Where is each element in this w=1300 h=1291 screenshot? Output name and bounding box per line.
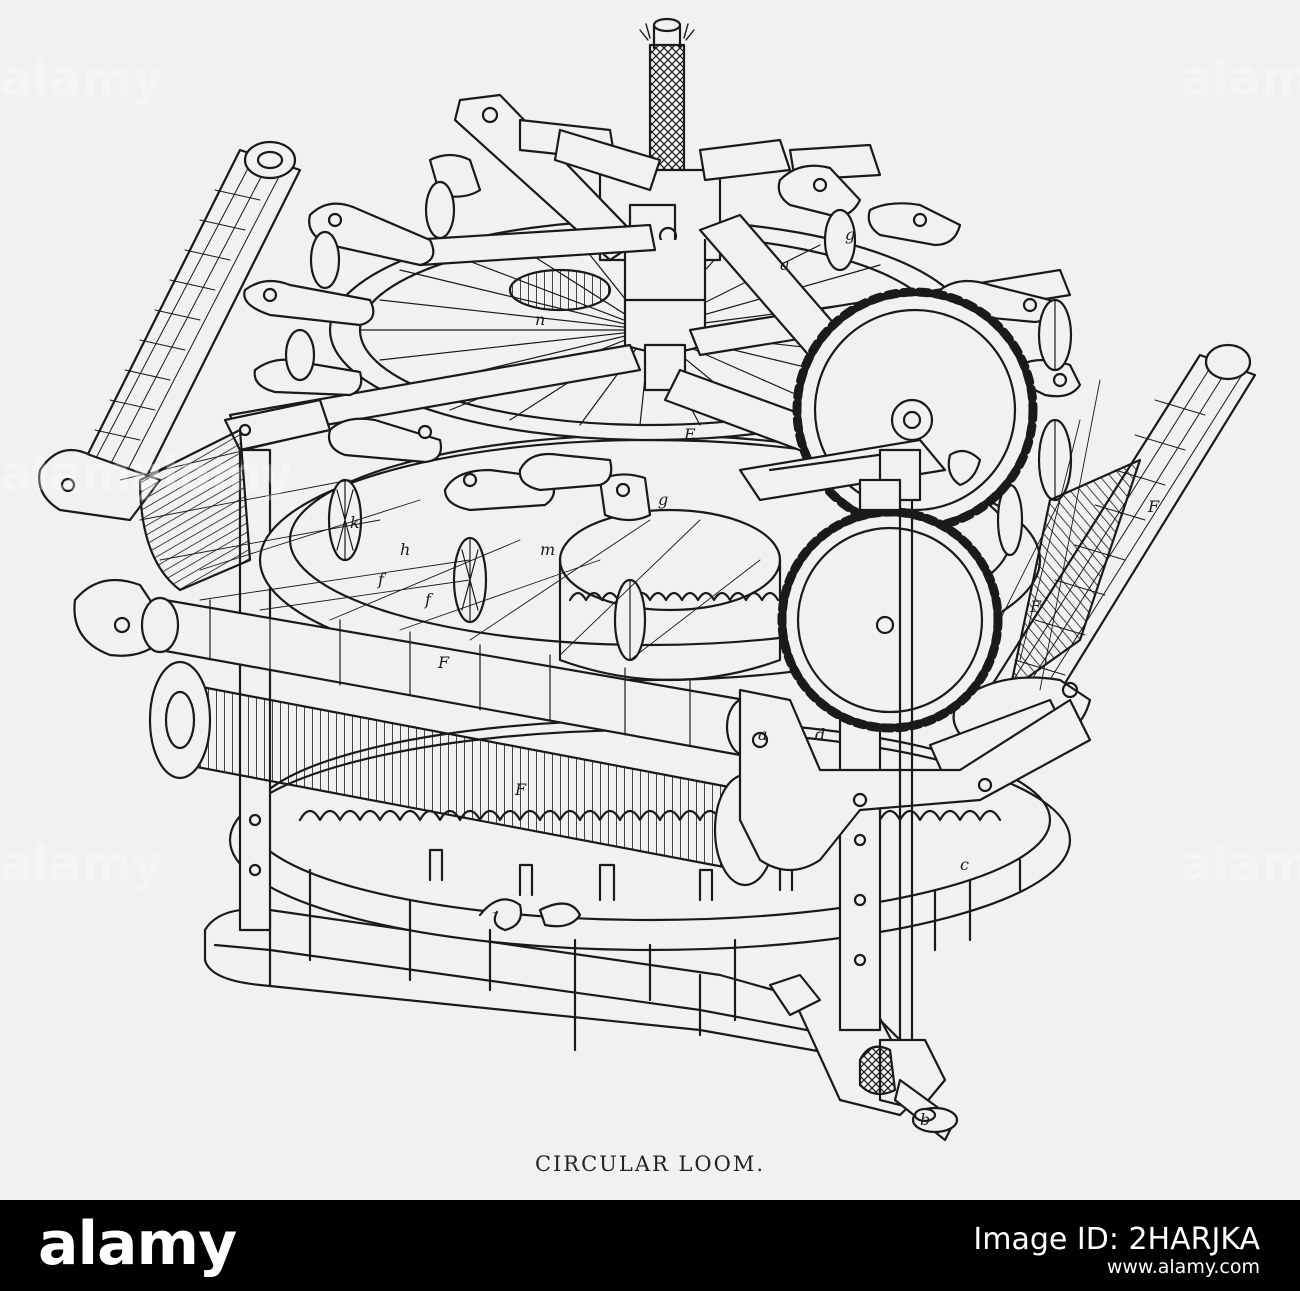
figure-letter: F	[1147, 497, 1160, 516]
stock-url-link[interactable]: www.alamy.com	[1106, 1256, 1260, 1278]
circular-loom-engraving: E F F F F g g h k m n c a b d a f f	[38, 17, 1257, 1142]
figure-letter: m	[540, 540, 555, 559]
image-id-label: Image ID: 2HARJKA	[973, 1222, 1260, 1257]
figure-letter: F	[514, 780, 527, 799]
figure-letter: a	[758, 725, 768, 744]
bobbin-carriers	[284, 180, 1073, 662]
vertical-pins	[308, 858, 1022, 1052]
figure-letter: n	[535, 310, 545, 329]
figure-letter: a	[780, 255, 790, 274]
stock-footer-bar	[0, 1200, 1300, 1291]
stock-logo[interactable]: alamy	[38, 1209, 237, 1279]
figure-letter: g	[845, 225, 855, 244]
figure-letter: f	[377, 570, 387, 589]
front-bracket	[738, 688, 1092, 871]
crown-gears	[777, 287, 1038, 733]
figure-letter: E	[683, 425, 696, 444]
figure-letter: F	[1029, 597, 1042, 616]
reference-letters: E F F F F g g h k m n c a b d a f f	[350, 225, 1160, 1129]
connecting-rod	[738, 438, 947, 1062]
figure-caption: CIRCULAR LOOM.	[534, 1152, 766, 1176]
figure-letter: k	[350, 513, 360, 532]
figure-letter: h	[400, 540, 410, 559]
left-warp-beam	[38, 140, 302, 657]
figure-letter: F	[437, 653, 450, 672]
central-column	[598, 17, 722, 392]
thread-lines	[119, 379, 1101, 691]
figure-letter: d	[815, 725, 825, 744]
hand-crank	[768, 973, 959, 1142]
figure-letter: b	[920, 1110, 930, 1129]
figure-letter: f	[424, 590, 434, 609]
figure-letter: c	[960, 855, 969, 874]
scroll-ornament	[478, 898, 582, 932]
figure-letter: g	[658, 490, 668, 509]
